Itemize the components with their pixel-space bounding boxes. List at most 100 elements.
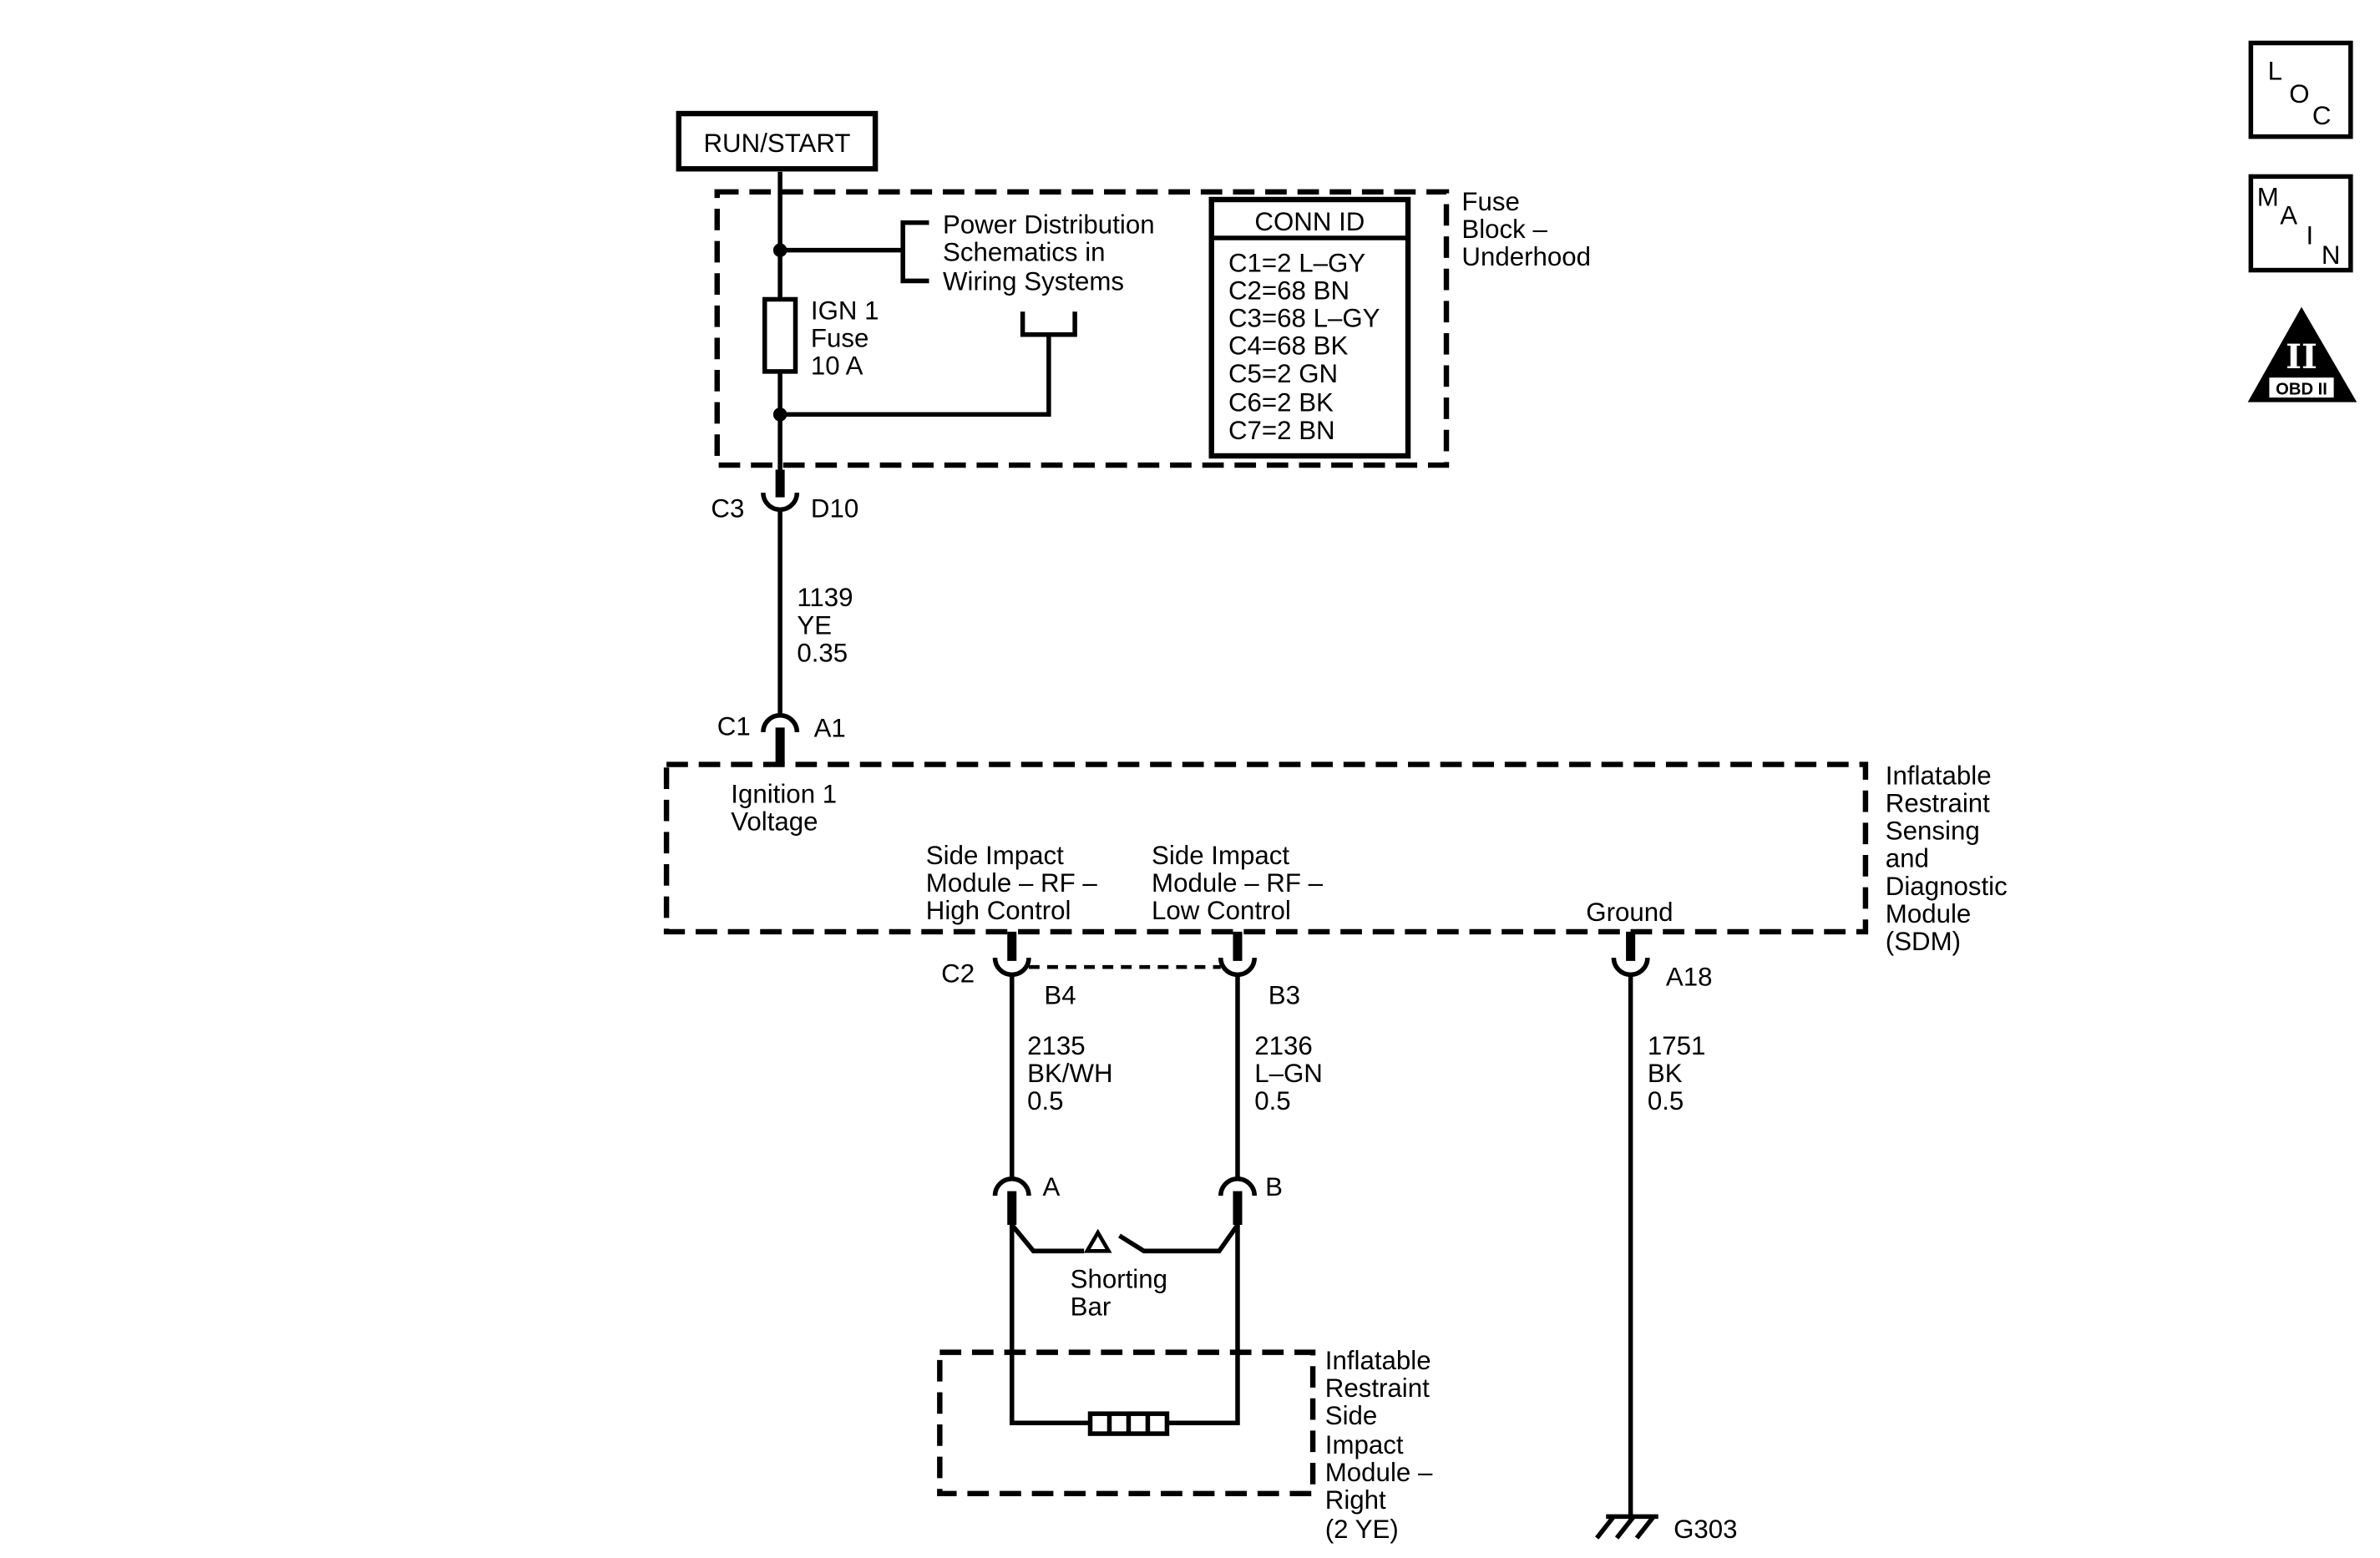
ground-id-label: G303: [1674, 1515, 1737, 1544]
conn-id-row: C5=2 GN: [1228, 359, 1338, 388]
shorting-bar: Shorting Bar: [1010, 1223, 1240, 1322]
connector-socket: [761, 713, 800, 733]
conn-id-row: C7=2 BN: [1228, 416, 1335, 445]
wire-gauge: 0.5: [1648, 1086, 1684, 1115]
connector-socket-b3: [1218, 957, 1257, 978]
wire-color: BK: [1648, 1059, 1683, 1088]
main-icon-letter: M: [2257, 182, 2279, 211]
sdm-terminal-ignition: Ignition 1: [731, 779, 837, 808]
loc-icon-frame: [2248, 40, 2353, 139]
connector-pin-label: D10: [811, 494, 858, 524]
fuse-block-outline: [714, 189, 1450, 468]
ign1-fuse-symbol: [762, 296, 798, 374]
run-start-box: [676, 110, 879, 172]
sdm-terminal-low-control: Side Impact: [1152, 841, 1289, 870]
fuse-block-name-line: Block –: [1461, 215, 1547, 244]
connector-pin-label: B3: [1268, 980, 1300, 1009]
power-distribution-reference-line: Wiring Systems: [943, 266, 1124, 296]
run-start-power-source: RUN/START: [676, 110, 879, 172]
circuit-number: 2136: [1254, 1031, 1313, 1060]
power-distribution-reference-line: Power Distribution: [943, 210, 1155, 239]
main-icon-letter: A: [2280, 200, 2297, 230]
sdm-name-line: Restraint: [1886, 789, 1990, 818]
sdm-terminal-high-control: High Control: [926, 896, 1071, 925]
module-name-line: Module –: [1325, 1458, 1433, 1487]
sdm-terminal-high-control: Side Impact: [926, 841, 1064, 870]
conn-id-row: C1=2 L–GY: [1228, 248, 1365, 277]
connector-id-label: C2: [941, 959, 975, 989]
sdm-name-line: Inflatable: [1886, 761, 1992, 790]
connector-socket-b4: [992, 957, 1031, 978]
connector-pin-label: A1: [814, 713, 846, 742]
sdm-terminal-low-control: Module – RF –: [1152, 868, 1324, 898]
module-lead-b: [1167, 1225, 1240, 1425]
connector-id-label: C3: [711, 494, 744, 524]
connector-socket-b: [1218, 1176, 1257, 1196]
main-icon-frame: [2248, 174, 2353, 273]
fuse-label-line: 10 A: [811, 352, 863, 381]
sdm-module: Ignition 1 Voltage Side Impact Module – …: [663, 761, 2008, 956]
deployment-loop-squib-icon: [1087, 1411, 1170, 1436]
fuse-block-underhood: Fuse Block – Underhood IGN 1 Fuse 10 A P…: [714, 171, 1591, 473]
obd-ii-label-plate: [2269, 377, 2334, 398]
connector-socket: [761, 492, 800, 513]
shorting-bar-contact-icon: [1083, 1228, 1112, 1253]
module-lead-a: [1009, 1225, 1091, 1425]
sdm-name-line: Module: [1886, 899, 1972, 928]
circuit-number: 1139: [797, 583, 853, 612]
sdm-outline: [663, 761, 1869, 935]
sdm-terminal-ground: Ground: [1586, 898, 1673, 927]
circuit-1751: 1751 BK 0.5: [1628, 974, 1706, 1517]
conn-id-box: [1208, 196, 1411, 459]
shorting-bar-left-leg: [1010, 1223, 1085, 1254]
sdm-name-line: (SDM): [1886, 927, 1961, 956]
fuse-block-name-line: Underhood: [1461, 242, 1591, 271]
shorting-bar-right-leg: [1117, 1223, 1240, 1254]
circuit-number: 2135: [1027, 1031, 1086, 1060]
module-name-line: Restraint: [1325, 1373, 1430, 1403]
connector-c2: C2 B4 B3: [941, 931, 1300, 1009]
fuse-label-line: IGN 1: [811, 296, 879, 325]
side-impact-module-connector: A B: [992, 1172, 1283, 1226]
conn-id-table: CONN ID C1=2 L–GY C2=68 BN C3=68 L–GY C4…: [1208, 196, 1411, 459]
module-name-line: (2 YE): [1325, 1515, 1399, 1544]
main-icon-letter: I: [2307, 220, 2314, 250]
connector-socket: [1611, 957, 1650, 978]
connector-c1-a1: C1 A1: [717, 712, 846, 765]
sdm-terminal-low-control: Low Control: [1152, 896, 1291, 925]
loc-icon-letter: O: [2289, 79, 2309, 109]
wire-gauge: 0.5: [1027, 1086, 1063, 1115]
circuit-number: 1751: [1648, 1031, 1706, 1060]
connector-pin-label: B: [1265, 1172, 1283, 1201]
shorting-bar-label: Bar: [1071, 1292, 1112, 1322]
module-name-line: Side: [1325, 1401, 1378, 1430]
wire-gauge: 0.35: [797, 638, 848, 667]
module-name-line: Inflatable: [1325, 1346, 1431, 1375]
sdm-name-line: Diagnostic: [1886, 872, 2008, 901]
circuit-1139: 1139 YE 0.35: [777, 509, 853, 716]
connector-id-label: C1: [717, 712, 751, 741]
main-icon-letter: N: [2322, 240, 2341, 270]
ground-g303: G303: [1595, 1514, 1738, 1544]
sdm-terminal-high-control: Module – RF –: [926, 868, 1098, 898]
fuse-output-return-wire: [780, 334, 1051, 417]
obd-ii-numeral: II: [2286, 336, 2317, 377]
connector-c3-d10: C3 D10: [711, 469, 858, 524]
run-start-label: RUN/START: [703, 129, 850, 158]
obd-ii-label: OBD II: [2276, 380, 2327, 398]
wire-gauge: 0.5: [1254, 1086, 1290, 1115]
conn-id-row: C3=68 L–GY: [1228, 304, 1380, 333]
module-name-line: Impact: [1325, 1430, 1404, 1459]
side-impact-module-right: Inflatable Restraint Side Impact Module …: [937, 1225, 1433, 1544]
fuse-block-name-line: Fuse: [1461, 187, 1519, 216]
connector-a18: A18: [1611, 931, 1713, 991]
loc-icon[interactable]: L O C: [2248, 40, 2353, 139]
circuit-2136: 2136 L–GN 0.5: [1235, 974, 1323, 1179]
obd-ii-icon[interactable]: II OBD II: [2247, 306, 2357, 402]
reference-bracket-bottom: [1020, 311, 1077, 337]
main-icon[interactable]: M A I N: [2248, 174, 2353, 273]
module-name-line: Right: [1325, 1485, 1386, 1515]
connector-socket-a: [992, 1176, 1031, 1196]
wire-color: L–GN: [1254, 1059, 1323, 1088]
